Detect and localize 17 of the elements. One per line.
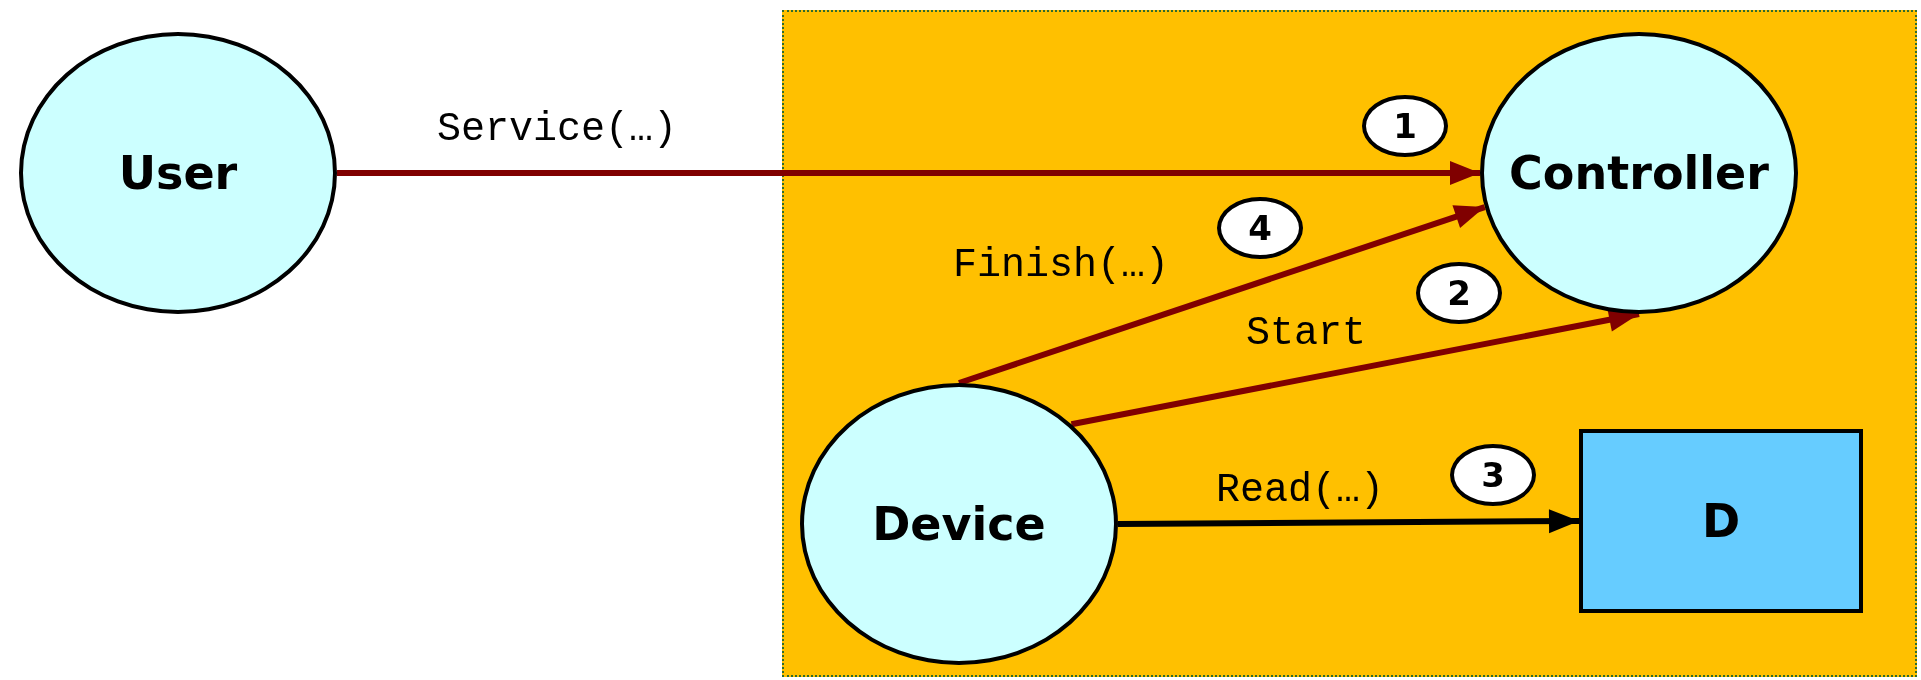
step-number: 4 — [1248, 208, 1272, 248]
edge-label: Start — [1246, 310, 1366, 356]
step-number: 2 — [1447, 273, 1471, 313]
arrow — [337, 161, 1480, 185]
edge-label: Finish(…) — [953, 242, 1169, 288]
node-label: Controller — [1509, 146, 1769, 200]
group-area — [782, 10, 1917, 677]
rectangle-node — [1579, 429, 1863, 613]
arrow — [958, 204, 1486, 386]
node-label: User — [118, 146, 238, 200]
node-label: D — [1701, 494, 1741, 548]
edge-label: Service(…) — [437, 106, 677, 152]
edge-label: Read(…) — [1216, 467, 1384, 513]
step-number: 1 — [1393, 106, 1417, 146]
step-number: 3 — [1481, 455, 1505, 495]
arrow — [1118, 509, 1579, 534]
node-label: Device — [872, 497, 1046, 551]
